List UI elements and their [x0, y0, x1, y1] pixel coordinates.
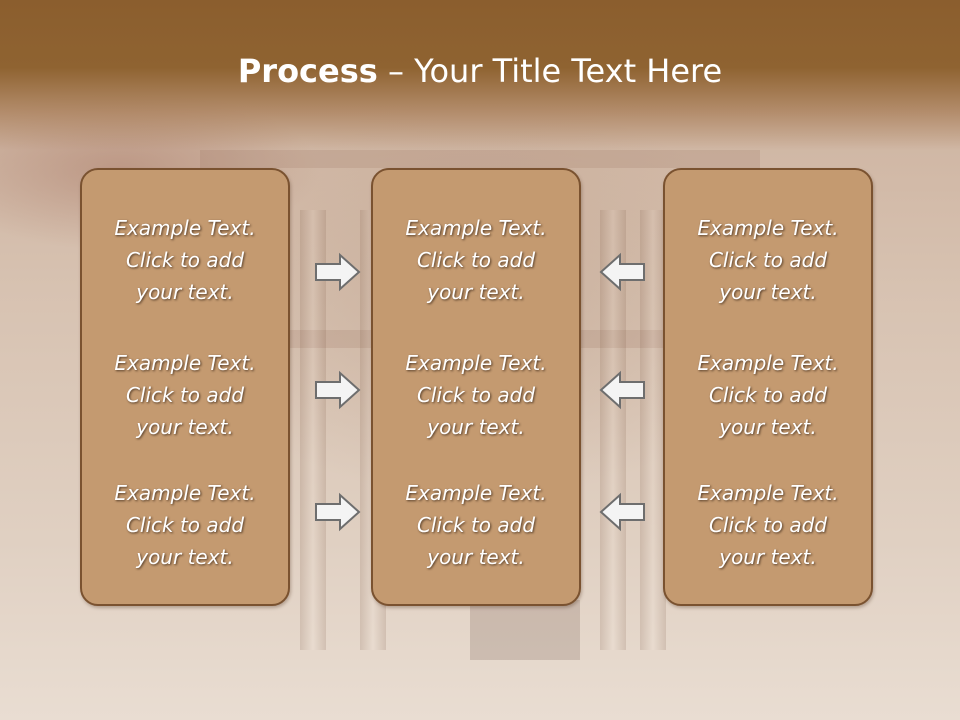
right-arrow-icon[interactable]: [314, 370, 362, 410]
process-panel-center[interactable]: Example Text. Click to add your text. Ex…: [371, 168, 581, 606]
panel-text[interactable]: Example Text. Click to add your text.: [697, 481, 839, 569]
panel-text[interactable]: Example Text. Click to add your text.: [405, 481, 547, 569]
background-doorway: [470, 600, 580, 660]
right-arrow-icon[interactable]: [314, 252, 362, 292]
background-column: [640, 210, 666, 650]
title-bold: Process: [237, 52, 378, 90]
title-bar: [0, 0, 960, 150]
process-panel-left[interactable]: Example Text. Click to add your text. Ex…: [80, 168, 290, 606]
panel-text[interactable]: Example Text. Click to add your text.: [405, 351, 547, 439]
left-arrow-icon[interactable]: [598, 492, 646, 532]
panel-text[interactable]: Example Text. Click to add your text.: [114, 351, 256, 439]
left-arrow-icon[interactable]: [598, 252, 646, 292]
background-column: [300, 210, 326, 650]
panel-text[interactable]: Example Text. Click to add your text.: [114, 481, 256, 569]
right-arrow-icon[interactable]: [314, 492, 362, 532]
panel-text[interactable]: Example Text. Click to add your text.: [405, 216, 547, 304]
title-text: Your Title Text Here: [414, 52, 723, 90]
panel-text[interactable]: Example Text. Click to add your text.: [697, 216, 839, 304]
left-arrow-icon[interactable]: [598, 370, 646, 410]
background-ledge: [200, 150, 760, 168]
panel-text[interactable]: Example Text. Click to add your text.: [697, 351, 839, 439]
process-panel-right[interactable]: Example Text. Click to add your text. Ex…: [663, 168, 873, 606]
title-separator: –: [377, 52, 415, 90]
panel-text[interactable]: Example Text. Click to add your text.: [114, 216, 256, 304]
slide-title[interactable]: Process – Your Title Text Here: [0, 52, 960, 90]
